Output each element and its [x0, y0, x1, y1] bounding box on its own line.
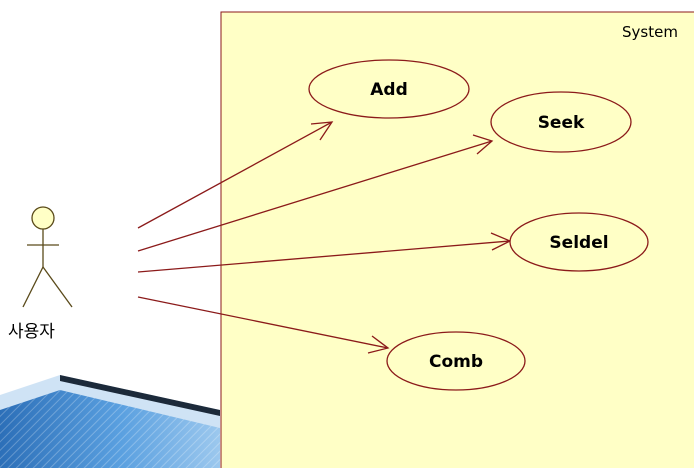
system-label: System [622, 23, 678, 41]
association-comb [137, 296, 389, 349]
association-add-arrowhead [310, 121, 334, 141]
association-seek-arrowhead [472, 134, 494, 155]
actor-head [31, 206, 55, 230]
association-seek [137, 140, 493, 252]
use-case-add[interactable]: Add [308, 59, 470, 119]
actor-left-leg [22, 266, 44, 308]
actor-right-leg [42, 266, 73, 308]
association-comb-arrowhead [367, 335, 390, 354]
use-case-seldel-label: Seldel [549, 233, 608, 253]
use-case-comb-ellipse [386, 331, 526, 391]
use-case-add-ellipse [308, 59, 470, 119]
use-case-comb[interactable]: Comb [386, 331, 526, 391]
use-case-comb-label: Comb [429, 352, 483, 372]
actor [22, 206, 73, 308]
use-case-seldel-ellipse [509, 212, 649, 272]
slide-decoration [0, 375, 220, 468]
use-case-seldel[interactable]: Seldel [509, 212, 649, 272]
use-case-seek[interactable]: Seek [490, 91, 632, 153]
actor-label: 사용자 [8, 322, 55, 342]
use-case-seek-ellipse [490, 91, 632, 153]
association-add [137, 121, 333, 229]
associations [137, 121, 512, 354]
use-case-add-label: Add [370, 80, 408, 100]
decoration-stripes [0, 390, 220, 468]
use-case-seek-label: Seek [538, 113, 585, 133]
decoration-dark-edge [60, 375, 220, 416]
association-seldel [137, 240, 511, 273]
